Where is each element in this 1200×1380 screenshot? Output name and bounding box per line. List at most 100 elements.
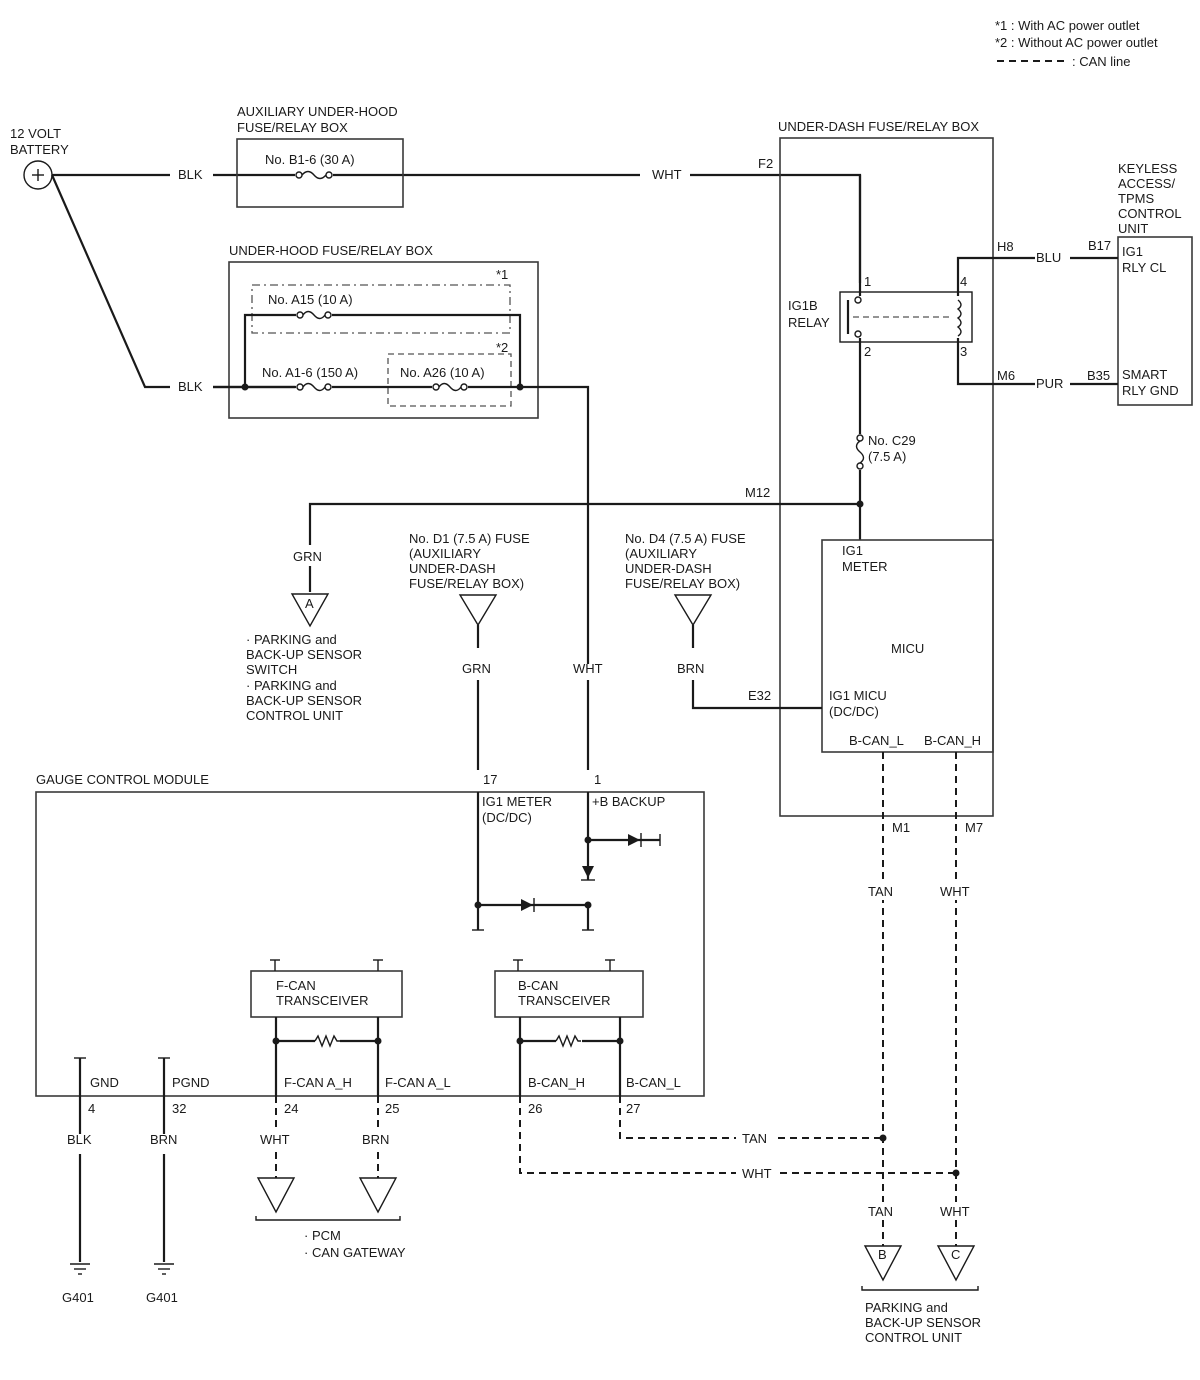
fuse-b1-6-label: No. B1-6 (30 A)	[265, 152, 355, 167]
diode-icon	[628, 834, 640, 846]
ground-g401-2: G401	[146, 1290, 178, 1305]
pin-m12: M12	[745, 485, 770, 500]
pin-25: 25	[385, 1101, 399, 1116]
connector-c-label: C	[951, 1247, 960, 1262]
micu-bcan-l: B-CAN_L	[849, 733, 904, 748]
wire-label-brn-g: BRN	[150, 1132, 177, 1147]
under-hood-fuse-box: UNDER-HOOD FUSE/RELAY BOX *1 No. A15 (10…	[213, 243, 590, 664]
ground-icon	[154, 1263, 174, 1275]
relay-coil-icon	[956, 299, 962, 337]
wire-blk-bottom	[50, 174, 170, 389]
fuse-c29-label-1: No. C29	[868, 433, 916, 448]
fcan-label-1: F-CAN	[276, 978, 316, 993]
bc-desc-2: BACK-UP SENSOR	[865, 1315, 981, 1330]
battery-label-1: 12 VOLT	[10, 126, 61, 141]
gateway-label: · CAN GATEWAY	[304, 1245, 406, 1260]
keyless-label-5: UNIT	[1118, 221, 1148, 236]
gcm-fcan-al: F-CAN A_L	[385, 1075, 451, 1090]
gcm-gnd: GND	[90, 1075, 119, 1090]
battery-label-2: BATTERY	[10, 142, 69, 157]
fuse-a26-icon	[438, 382, 462, 392]
wire-label-brn-25: BRN	[362, 1132, 389, 1147]
gcm-pgnd: PGND	[172, 1075, 210, 1090]
fcan-label-2: TRANSCEIVER	[276, 993, 368, 1008]
ig1-micu-2: (DC/DC)	[829, 704, 879, 719]
legend-can-line: : CAN line	[1072, 54, 1131, 69]
wire-label-wht-m7: WHT	[940, 884, 970, 899]
fuse-d1-source: No. D1 (7.5 A) FUSE (AUXILIARY UNDER-DAS…	[409, 531, 530, 787]
keyless-label-4: CONTROL	[1118, 206, 1182, 221]
wire-label-tan-m1: TAN	[868, 884, 893, 899]
wire-label-wht-bus: WHT	[742, 1166, 772, 1181]
pin-e32: E32	[748, 688, 771, 703]
fuse-c29-icon	[855, 434, 865, 470]
keyless-ig1-2: RLY CL	[1122, 260, 1166, 275]
d4-label-3: UNDER-DASH	[625, 561, 712, 576]
wire-label-wht-24: WHT	[260, 1132, 290, 1147]
d4-label-1: No. D4 (7.5 A) FUSE	[625, 531, 746, 546]
pin-m7: M7	[965, 820, 983, 835]
wire-label-grn-a: GRN	[293, 549, 322, 564]
wire-label-wht-c: WHT	[940, 1204, 970, 1219]
resistor-icon	[314, 1034, 340, 1048]
fuse-icon	[295, 170, 333, 180]
d1-label-2: (AUXILIARY	[409, 546, 481, 561]
gcm-bcan-h: B-CAN_H	[528, 1075, 585, 1090]
gcm-bcan-l: B-CAN_L	[626, 1075, 681, 1090]
wire-label-tan-b: TAN	[868, 1204, 893, 1219]
aux-hood-title-2: FUSE/RELAY BOX	[237, 120, 348, 135]
keyless-ig1-1: IG1	[1122, 244, 1143, 259]
a-desc-5: BACK-UP SENSOR	[246, 693, 362, 708]
f-can-transceiver	[250, 970, 403, 1018]
hood-box-title: UNDER-HOOD FUSE/RELAY BOX	[229, 243, 433, 258]
relay-pin-1: 1	[864, 274, 871, 289]
wire-label-blu: BLU	[1036, 250, 1061, 265]
legend-note-2: *2 : Without AC power outlet	[995, 35, 1158, 50]
pin-m1: M1	[892, 820, 910, 835]
connector-b-label: B	[878, 1247, 887, 1262]
connector-a: GRN A · PARKING and BACK-UP SENSOR SWITC…	[246, 549, 362, 723]
gcm-ig1-2: (DC/DC)	[482, 810, 532, 825]
gauge-control-module: GAUGE CONTROL MODULE IG1 METER (DC/DC) +…	[35, 772, 705, 1097]
ig1-meter-2: METER	[842, 559, 888, 574]
aux-hood-title-1: AUXILIARY UNDER-HOOD	[237, 104, 398, 119]
connector-c	[936, 1245, 976, 1282]
d4-label-2: (AUXILIARY	[625, 546, 697, 561]
keyless-label-1: KEYLESS	[1118, 161, 1178, 176]
pin-4: 4	[88, 1101, 95, 1116]
ig1-micu-1: IG1 MICU	[829, 688, 887, 703]
wire-label-brn-d4: BRN	[677, 661, 704, 676]
pin-26: 26	[528, 1101, 542, 1116]
keyless-label-3: TPMS	[1118, 191, 1154, 206]
resistor-icon	[555, 1034, 581, 1048]
a-desc-6: CONTROL UNIT	[246, 708, 343, 723]
fuse-d4-source: No. D4 (7.5 A) FUSE (AUXILIARY UNDER-DAS…	[625, 531, 822, 710]
gcm-backup: +B BACKUP	[592, 794, 665, 809]
ig1-meter-1: IG1	[842, 543, 863, 558]
under-dash-fuse-box: UNDER-DASH FUSE/RELAY BOX IG1B RELAY 1 2…	[778, 119, 1035, 817]
wire-label-pur: PUR	[1036, 376, 1063, 391]
d4-label-4: FUSE/RELAY BOX)	[625, 576, 740, 591]
aux-under-hood-fuse-box: AUXILIARY UNDER-HOOD FUSE/RELAY BOX No. …	[236, 104, 404, 208]
relay-label-1: IG1B	[788, 298, 818, 313]
keyless-control-unit: KEYLESS ACCESS/ TPMS CONTROL UNIT IG1 RL…	[1117, 161, 1193, 406]
wire-label-blk-1: BLK	[178, 167, 203, 182]
relay-pin-4: 4	[960, 274, 967, 289]
fuse-a15-icon	[302, 310, 326, 320]
relay-pin-2: 2	[864, 344, 871, 359]
hood-star-1: *1	[496, 267, 508, 282]
gcm-title: GAUGE CONTROL MODULE	[36, 772, 209, 787]
pcm-label: · PCM	[304, 1228, 341, 1243]
hood-star-2: *2	[496, 340, 508, 355]
relay-pin-3: 3	[960, 344, 967, 359]
connector-b	[863, 1245, 903, 1282]
d1-label-3: UNDER-DASH	[409, 561, 496, 576]
wire-label-tan-bus: TAN	[742, 1131, 767, 1146]
gcm-fcan-ah: F-CAN A_H	[284, 1075, 352, 1090]
dash-box-title: UNDER-DASH FUSE/RELAY BOX	[778, 119, 979, 134]
pin-b35: B35	[1087, 368, 1110, 383]
gcm-ig1-1: IG1 METER	[482, 794, 552, 809]
d1-label-4: FUSE/RELAY BOX)	[409, 576, 524, 591]
pin-24: 24	[284, 1101, 298, 1116]
legend: *1 : With AC power outlet *2 : Without A…	[995, 18, 1158, 69]
